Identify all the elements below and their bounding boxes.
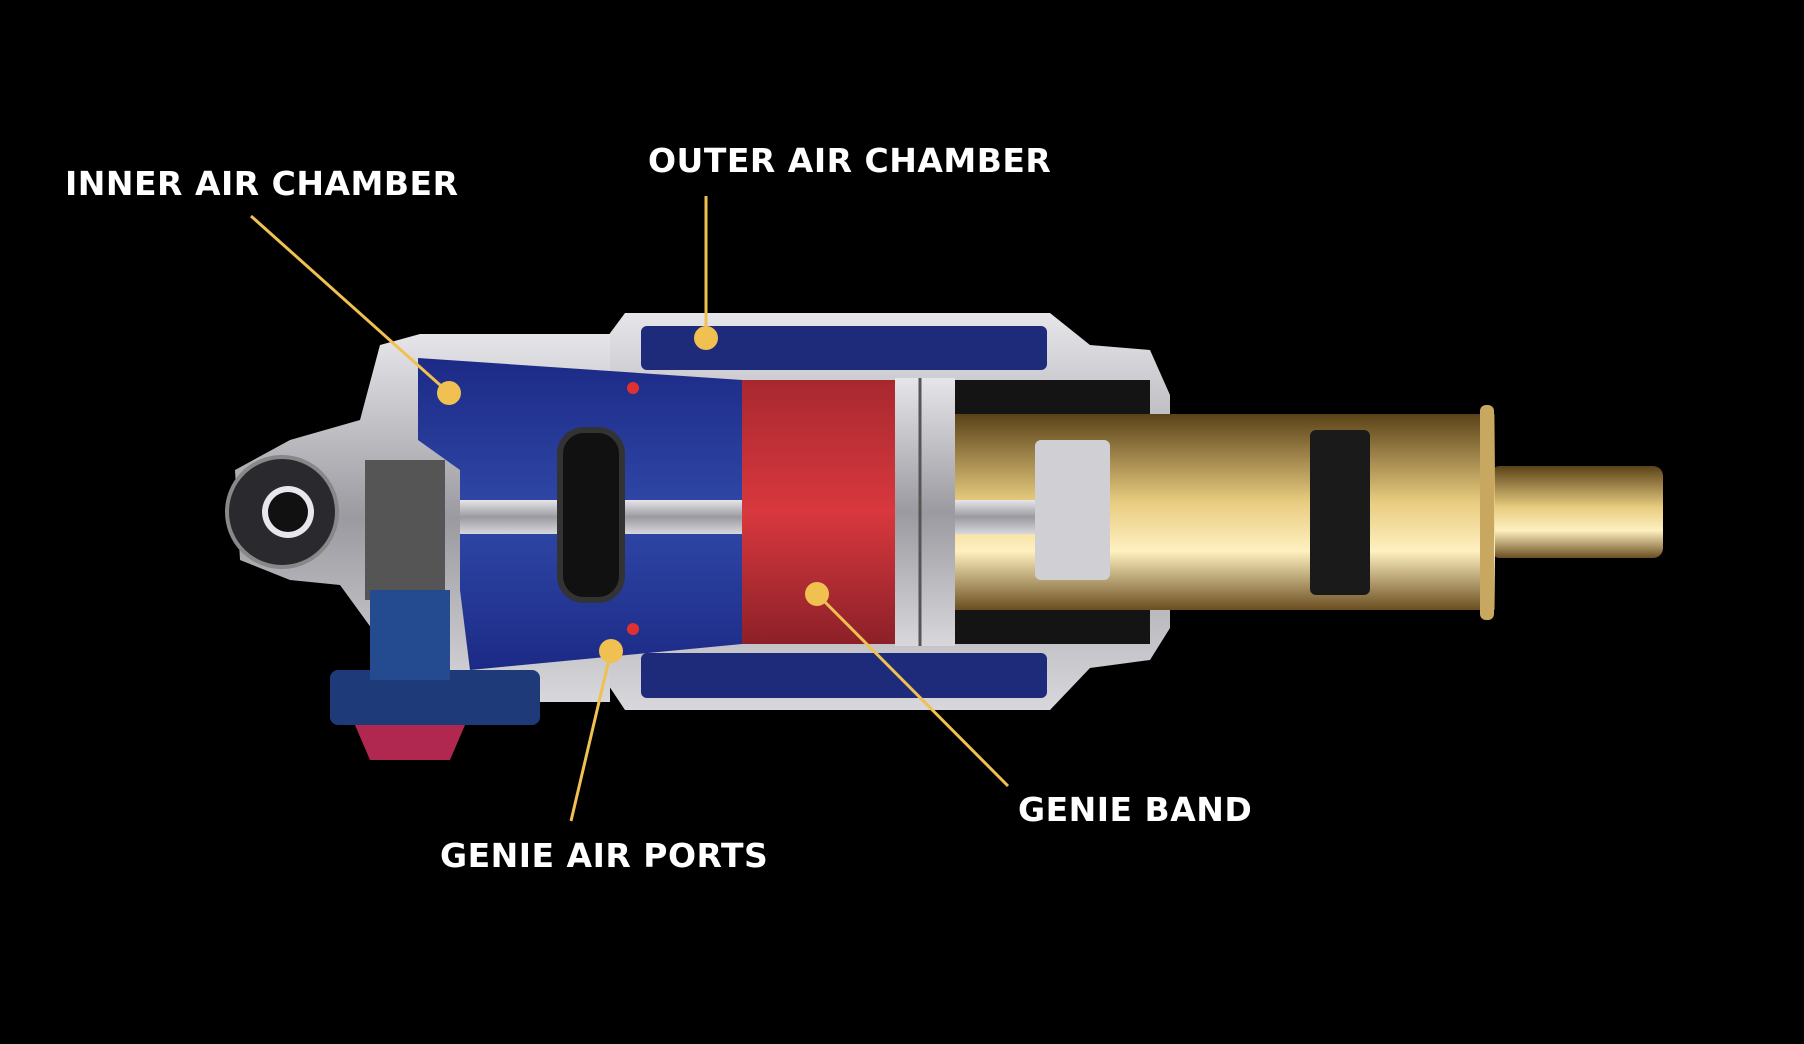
adjuster-knob [330, 670, 540, 725]
red-cap [355, 725, 465, 760]
dot-outer-air-chamber [694, 326, 718, 350]
label-inner-air-chamber: INNER AIR CHAMBER [65, 164, 459, 203]
leader-genie-band [815, 592, 1010, 788]
air-port-bottom [627, 623, 639, 635]
outer-chamber-bottom [641, 653, 1047, 698]
dot-genie-band [805, 582, 829, 606]
label-genie-air-ports: GENIE AIR PORTS [440, 836, 769, 875]
air-port-top [627, 382, 639, 394]
label-genie-band: GENIE BAND [1018, 790, 1253, 829]
damper-seal [1310, 430, 1370, 595]
outer-chamber-top [641, 326, 1047, 370]
damper-piston [1035, 440, 1110, 580]
label-outer-air-chamber: OUTER AIR CHAMBER [648, 141, 1052, 180]
rod-eyelet [1490, 466, 1663, 558]
leader-inner-air-chamber [250, 214, 450, 395]
valve-stem [365, 460, 445, 600]
adjuster-shaft [370, 590, 450, 680]
piston-rings [895, 378, 955, 646]
damper-flange [1480, 405, 1494, 620]
bottom-out-bumper [557, 427, 625, 603]
mounting-eye-bore [268, 492, 308, 532]
dot-inner-air-chamber [437, 381, 461, 405]
leader-genie-air-ports [569, 650, 613, 822]
dot-genie-air-ports [599, 639, 623, 663]
